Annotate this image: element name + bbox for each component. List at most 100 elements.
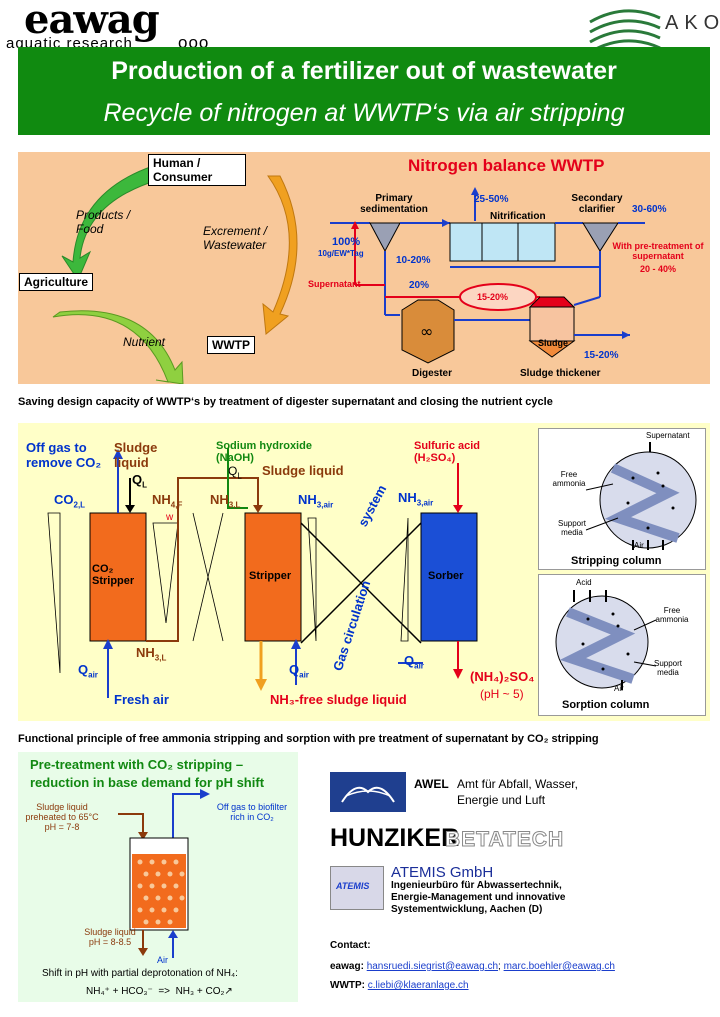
awel-abbr: AWEL bbox=[414, 777, 449, 791]
co2-stripper-label: CO₂ Stripper bbox=[92, 563, 134, 587]
ql-left-label: QL bbox=[132, 472, 147, 490]
nitrogen-25-50-label: 25-50% bbox=[474, 194, 509, 205]
contact-email-boehler[interactable]: marc.boehler@eawag.ch bbox=[503, 961, 615, 972]
sodium-hydroxide-label: Sodium hydroxide (NaOH) bbox=[216, 440, 312, 464]
ql-left-text: Q bbox=[132, 472, 143, 487]
stripper-label: Stripper bbox=[249, 570, 292, 582]
caption-2: Functional principle of free ammonia str… bbox=[18, 733, 599, 745]
sorption-column-diagram bbox=[555, 590, 657, 690]
secondary-clarifier-label: Secondary clarifier bbox=[571, 193, 623, 215]
pretreat-shift-label: Shift in pH with partial deprotonation o… bbox=[42, 968, 238, 979]
contact-email-siegrist[interactable]: hansruedi.siegrist@eawag.ch bbox=[366, 961, 499, 972]
nitrogen-15-20-red-label: 15-20% bbox=[477, 292, 509, 302]
qair1-text: Q bbox=[78, 662, 89, 677]
pretreat-outlet-line1: Sludge liquid bbox=[84, 927, 136, 937]
pretreatment-title-line1: Pre-treatment with CO₂ stripping – bbox=[30, 757, 244, 772]
nitrogen-100-label: 100% bbox=[332, 236, 361, 248]
pretreat-offgas-line2: rich in CO₂ bbox=[230, 812, 274, 822]
process-diagram bbox=[47, 448, 478, 698]
atemis-logo-text: ATEMIS bbox=[336, 881, 370, 891]
page-subtitle: Recycle of nitrogen at WWTP‘s via air st… bbox=[103, 99, 625, 127]
ph5-label: (pH ~ 5) bbox=[480, 687, 524, 701]
stripping-free-ammonia-label: Free ammonia bbox=[552, 470, 586, 488]
fresh-air-label: Fresh air bbox=[114, 692, 169, 707]
contact-label: Contact: bbox=[330, 940, 371, 951]
caption-1: Saving design capacity of WWTP‘s by trea… bbox=[18, 396, 553, 408]
ql-mid-text: Q bbox=[228, 464, 238, 478]
co2l-text: CO bbox=[54, 492, 74, 507]
nh3air1-sub: 3,air bbox=[316, 500, 334, 510]
sorption-column-title: Sorption column bbox=[562, 699, 650, 711]
nh3l-bottom-label: NH3,L bbox=[136, 645, 166, 663]
agriculture-box: Agriculture bbox=[19, 273, 94, 291]
atemis-name: ATEMIS GmbH bbox=[391, 864, 494, 881]
pretreat-air-label: Air bbox=[157, 955, 168, 965]
ql-mid-sub: L bbox=[237, 471, 242, 481]
qair1-sub: air bbox=[88, 670, 98, 680]
nh3l-text: NH bbox=[210, 492, 229, 507]
wwtp-box: WWTP bbox=[207, 336, 255, 354]
atemis-logo bbox=[330, 866, 384, 910]
primary-sedimentation-label: Primary sedimentation bbox=[360, 193, 428, 215]
nutrient-label: Nutrient bbox=[123, 335, 166, 349]
pretreat-inlet-line1: Sludge liquid bbox=[36, 802, 88, 812]
svg-text:∞: ∞ bbox=[420, 322, 433, 341]
co2l-sub: 2,L bbox=[73, 500, 86, 510]
atemis-description: Ingenieurbüro für Abwassertechnik, Energ… bbox=[391, 880, 565, 916]
ako-logo-text: AKO bbox=[665, 12, 720, 34]
products-food-label: Products / Food bbox=[76, 208, 131, 236]
stripping-supernatant-label: Supernatant bbox=[646, 431, 690, 440]
nitrogen-balance-title: Nitrogen balance WWTP bbox=[408, 156, 605, 175]
nh3l-label: NH3,L bbox=[210, 492, 240, 510]
digester-label: Digester bbox=[412, 368, 453, 379]
nitrogen-15-20-blue-label: 15-20% bbox=[584, 350, 619, 361]
supernatant-label: Supernatant bbox=[308, 279, 361, 289]
nitrogen-20-label: 20% bbox=[409, 280, 430, 291]
pretreat-inlet-line2: preheated to 65°C bbox=[25, 812, 99, 822]
stripping-air-label: Air bbox=[634, 541, 644, 550]
pretreat-outlet-line2: pH = 8-8.5 bbox=[88, 937, 132, 947]
pretreat-equation: NH₄⁺ + HCO₃⁻ => NH₃ + CO₂↗ bbox=[86, 986, 233, 997]
sludge-liquid-left-label: Sludge liquid bbox=[114, 440, 158, 470]
stripping-support-media-label: Support media bbox=[557, 519, 587, 537]
qair2-text: Q bbox=[289, 662, 300, 677]
nitrogen-30-60-label: 30-60% bbox=[632, 204, 667, 215]
nh3-free-label: NH₃-free sludge liquid bbox=[270, 692, 407, 707]
sludge-liquid-mid-label: Sludge liquid bbox=[262, 463, 344, 478]
pretreat-offgas-line1: Off gas to biofilter bbox=[216, 802, 288, 812]
pretreat-inlet-label: Sludge liquid preheated to 65°C pH = 7-8 bbox=[20, 802, 104, 832]
pretreatment-label: With pre-treatment of supernatant bbox=[612, 241, 704, 261]
co2-stripper-line2: Stripper bbox=[92, 575, 135, 587]
awel-line1: Amt für Abfall, Wasser, bbox=[457, 777, 578, 791]
qair2-label: Qair bbox=[289, 662, 309, 680]
stripping-column-diagram bbox=[585, 442, 697, 550]
nitrogen-load-label: 10g/EW*Tag bbox=[318, 249, 364, 258]
eawag-logo-name: eawag bbox=[24, 0, 160, 43]
nitrogen-20-40-label: 20 - 40% bbox=[640, 264, 677, 274]
awel-line2: Energie und Luft bbox=[457, 793, 546, 807]
sulfuric-acid-label: Sulfuric acid (H₂SO₄) bbox=[414, 440, 481, 464]
atemis-line2: Energie-Management und innovative bbox=[391, 892, 566, 903]
nh3air2-text: NH bbox=[398, 490, 417, 505]
pretreat-outlet-label: Sludge liquid pH = 8-8.5 bbox=[68, 927, 152, 947]
nh3air2-label: NH3,air bbox=[398, 490, 433, 508]
awel-emblem-icon bbox=[341, 786, 395, 803]
sorption-acid-label: Acid bbox=[576, 578, 592, 587]
contact-separator: ; bbox=[498, 961, 501, 972]
nitrogen-10-20-label: 10-20% bbox=[396, 255, 431, 266]
sorption-air-label: Air bbox=[614, 684, 624, 693]
pretreatment-title-line2: reduction in base demand for pH shift bbox=[30, 775, 265, 790]
qair1-label: Qair bbox=[78, 662, 98, 680]
nh3air1-label: NH3,air bbox=[298, 492, 333, 510]
human-consumer-box: Human / Consumer bbox=[148, 154, 246, 186]
contact-eawag-label: eawag: bbox=[330, 961, 364, 972]
betatech-logo: BETATECH bbox=[444, 828, 565, 852]
contact-wwtp-row: WWTP: c.liebi@klaeranlage.ch bbox=[330, 980, 469, 991]
nitrification-label: Nitrification bbox=[490, 211, 546, 222]
ako-logo: AKO bbox=[585, 0, 720, 60]
product-label: (NH₄)₂SO₄ bbox=[470, 669, 535, 684]
title-banner: Production of a fertilizer out of wastew… bbox=[18, 47, 710, 135]
contact-email-liebi[interactable]: c.liebi@klaeranlage.ch bbox=[367, 980, 469, 991]
offgas-label: Off gas to remove CO₂ bbox=[26, 440, 102, 470]
nh4f-sub: 4,F bbox=[170, 500, 183, 510]
